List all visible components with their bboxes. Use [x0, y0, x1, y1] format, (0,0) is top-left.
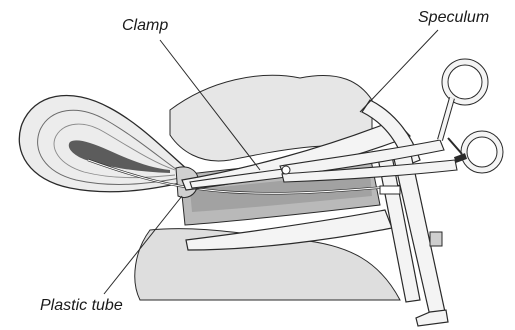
clamp-ratchet — [448, 138, 462, 154]
plastic-tube-label: Plastic tube — [40, 298, 123, 314]
speculum-screw — [430, 232, 442, 246]
clamp-ring-bottom-inner — [464, 134, 500, 170]
speculum-label: Speculum — [418, 10, 489, 26]
speculum-leader-line — [360, 30, 438, 112]
clamp-label: Clamp — [122, 18, 168, 34]
speculum-foot — [416, 310, 448, 326]
clamp-pivot — [282, 166, 290, 174]
speculum-slot — [380, 186, 400, 194]
clamp-ring-top-inner — [445, 62, 485, 102]
clamp-arm-top-fill — [440, 98, 452, 140]
clamp-arm-bottom — [455, 156, 466, 160]
uterus-outer — [19, 95, 188, 191]
